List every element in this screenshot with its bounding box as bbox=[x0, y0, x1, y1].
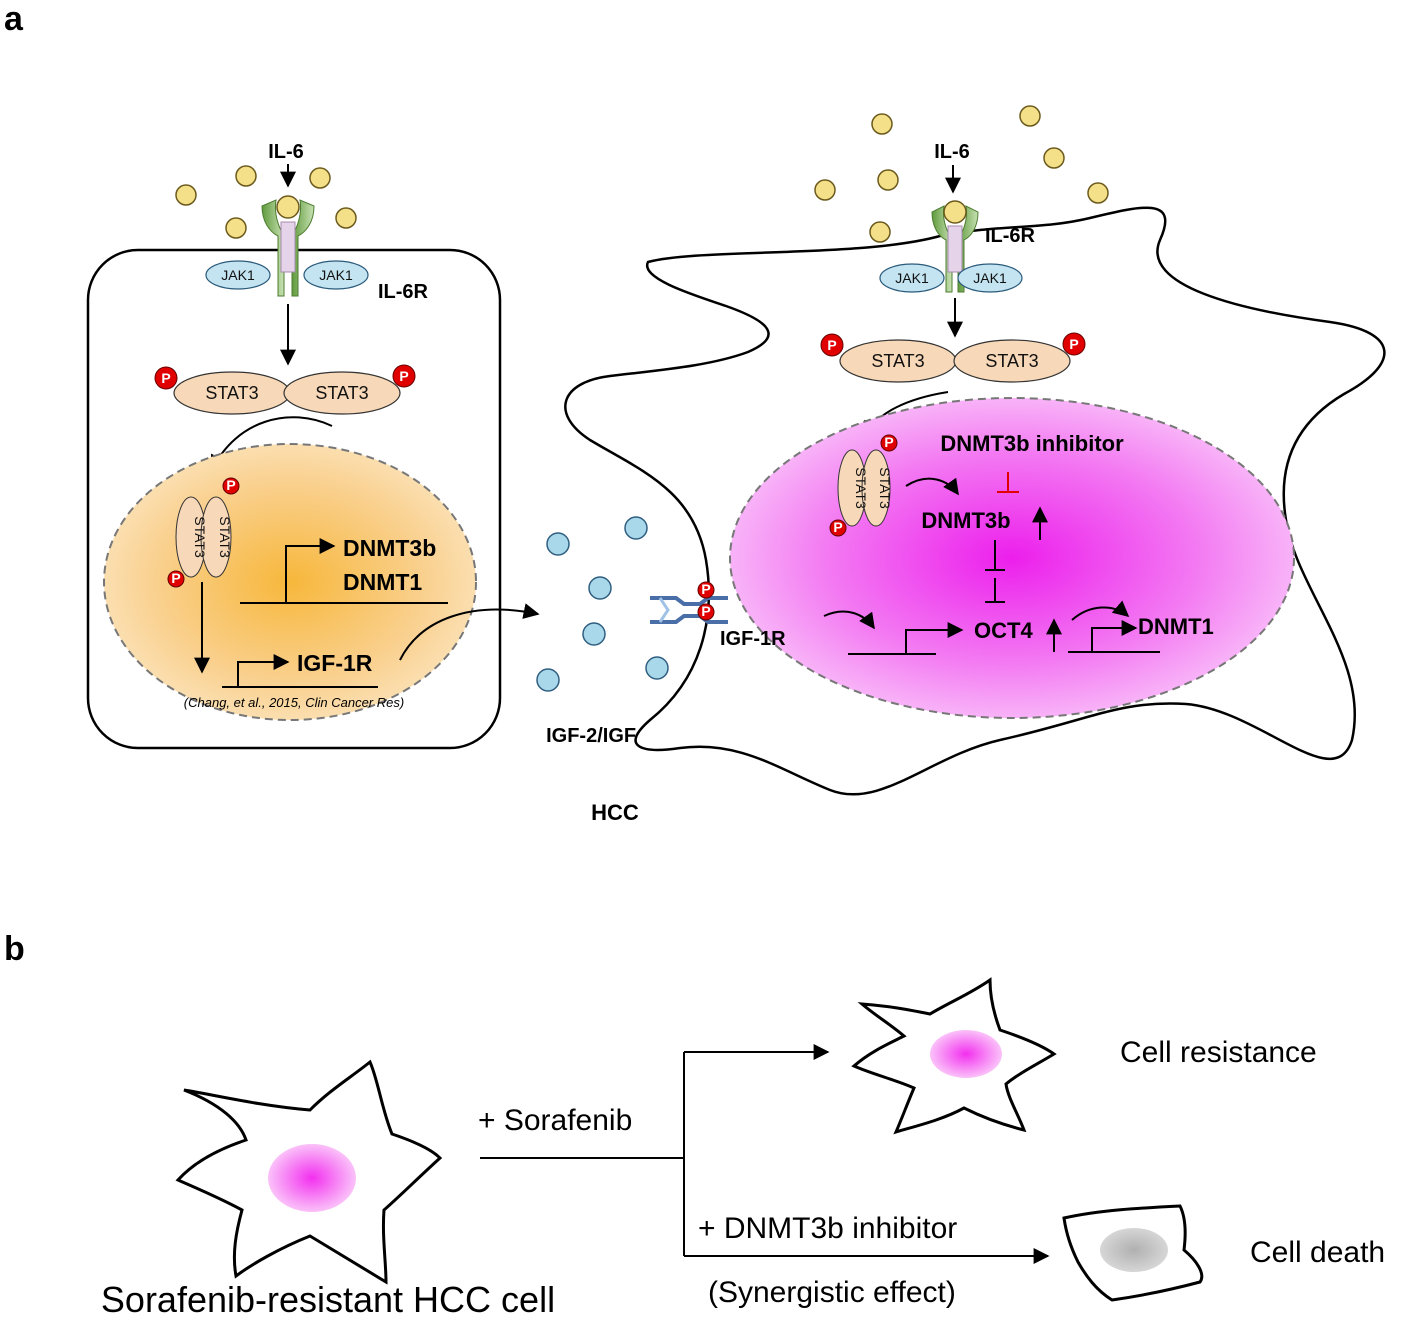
igf-ligands bbox=[536, 516, 669, 692]
svg-text:JAK1: JAK1 bbox=[895, 270, 929, 286]
oct4-to-dnmt1-arrow bbox=[1071, 600, 1130, 621]
left-phospho-1 bbox=[154, 366, 178, 390]
left-phospho-2 bbox=[392, 364, 416, 388]
svg-text:STAT3: STAT3 bbox=[985, 351, 1038, 371]
igf1r-secretion-arrow bbox=[399, 603, 540, 661]
svg-text:JAK1: JAK1 bbox=[221, 267, 255, 283]
svg-text:P: P bbox=[226, 477, 235, 493]
branch-lines bbox=[480, 1044, 1050, 1264]
right-stat3-dimer: STAT3 STAT3 P P bbox=[820, 332, 1086, 383]
svg-text:P: P bbox=[701, 603, 710, 619]
left-il6-label: IL-6 bbox=[268, 141, 304, 163]
stat-to-dnmt3b-arrow bbox=[905, 477, 959, 496]
sorafenib-resistant-cell bbox=[175, 1059, 443, 1285]
dnmt3b-oct4-inhibit bbox=[985, 540, 1005, 603]
outcome-resistance: Cell resistance bbox=[1120, 1036, 1317, 1069]
svg-text:STAT3: STAT3 bbox=[205, 383, 258, 403]
dnmt1-promoter bbox=[1068, 620, 1160, 653]
panel-a-label: a bbox=[4, 0, 24, 38]
right-il6r-label: IL-6R bbox=[985, 225, 1036, 247]
left-il6-molecules bbox=[175, 165, 357, 239]
svg-text:JAK1: JAK1 bbox=[973, 270, 1007, 286]
right-il6-molecules bbox=[814, 105, 1109, 243]
left-gene-dnmt1: DNMT1 bbox=[343, 569, 422, 595]
left-il6r-label: IL-6R bbox=[378, 281, 429, 303]
right-jak1-right: JAK1 bbox=[957, 263, 1023, 293]
svg-text:P: P bbox=[833, 519, 842, 535]
citation: (Chang, et al., 2015, Clin Cancer Res) bbox=[184, 695, 404, 710]
svg-text:P: P bbox=[161, 370, 170, 386]
left-jak1-right: JAK1 bbox=[303, 260, 369, 290]
svg-text:P: P bbox=[399, 368, 408, 384]
svg-text:P: P bbox=[884, 434, 893, 450]
igf1r-receptor: P P bbox=[650, 581, 728, 624]
right-il6-label: IL-6 bbox=[934, 141, 970, 163]
outcome-death: Cell death bbox=[1250, 1236, 1385, 1269]
panel-b-label: b bbox=[4, 930, 25, 968]
left-promoter-igf1r bbox=[222, 654, 378, 688]
left-gene-dnmt3b: DNMT3b bbox=[343, 535, 436, 561]
svg-text:STAT3: STAT3 bbox=[192, 516, 208, 558]
left-cell: IL-6 JAK1 JAK1 IL-6R STAT3 STAT3 P bbox=[86, 141, 502, 750]
gene-oct4: OCT4 bbox=[974, 618, 1033, 643]
right-nuclear-stat3: STAT3 STAT3 P P bbox=[829, 434, 898, 537]
dnmt3b-inhibitor-label: DNMT3b inhibitor bbox=[940, 431, 1124, 456]
resistant-cell bbox=[851, 977, 1057, 1135]
start-cell-label: Sorafenib-resistant HCC cell bbox=[101, 1279, 555, 1320]
inhibitor-tbar bbox=[997, 472, 1019, 493]
right-igf1r-label: IGF-1R bbox=[720, 628, 786, 650]
gene-dnmt3b: DNMT3b bbox=[921, 508, 1010, 533]
left-gene-igf1r: IGF-1R bbox=[297, 650, 373, 676]
svg-text:STAT3: STAT3 bbox=[871, 351, 924, 371]
right-cell: IL-6 IL-6R JAK1 JAK1 STAT3 STAT3 P bbox=[564, 105, 1386, 796]
svg-text:P: P bbox=[827, 337, 836, 353]
treatment-dnmt3b-inhibitor: + DNMT3b inhibitor bbox=[698, 1212, 957, 1245]
right-jak1-left: JAK1 bbox=[879, 263, 945, 293]
left-jak1-left: JAK1 bbox=[205, 260, 271, 290]
treatment-sorafenib: + Sorafenib bbox=[478, 1104, 632, 1137]
gene-dnmt1: DNMT1 bbox=[1138, 614, 1214, 639]
svg-text:STAT3: STAT3 bbox=[315, 383, 368, 403]
igf-ligands-label: IGF-2/IGF-1 bbox=[546, 725, 654, 747]
svg-text:P: P bbox=[1069, 336, 1078, 352]
svg-text:JAK1: JAK1 bbox=[319, 267, 353, 283]
igf1r-signal-arrow bbox=[823, 610, 875, 630]
synergistic-note: (Synergistic effect) bbox=[708, 1276, 956, 1309]
svg-text:P: P bbox=[171, 570, 180, 586]
svg-text:STAT3: STAT3 bbox=[217, 516, 233, 558]
left-il6r-receptor bbox=[261, 195, 315, 297]
svg-text:P: P bbox=[701, 581, 710, 597]
left-nuclear-stat3: STAT3 STAT3 P P bbox=[167, 477, 240, 588]
dead-cell bbox=[1062, 1204, 1204, 1302]
hcc-label: HCC bbox=[591, 800, 639, 825]
svg-text:STAT3: STAT3 bbox=[853, 467, 869, 509]
oct4-promoter bbox=[848, 622, 964, 655]
left-promoter-dnmt bbox=[240, 538, 448, 604]
left-stat3-dimer: STAT3 STAT3 P P bbox=[154, 364, 416, 415]
svg-text:STAT3: STAT3 bbox=[877, 467, 893, 509]
